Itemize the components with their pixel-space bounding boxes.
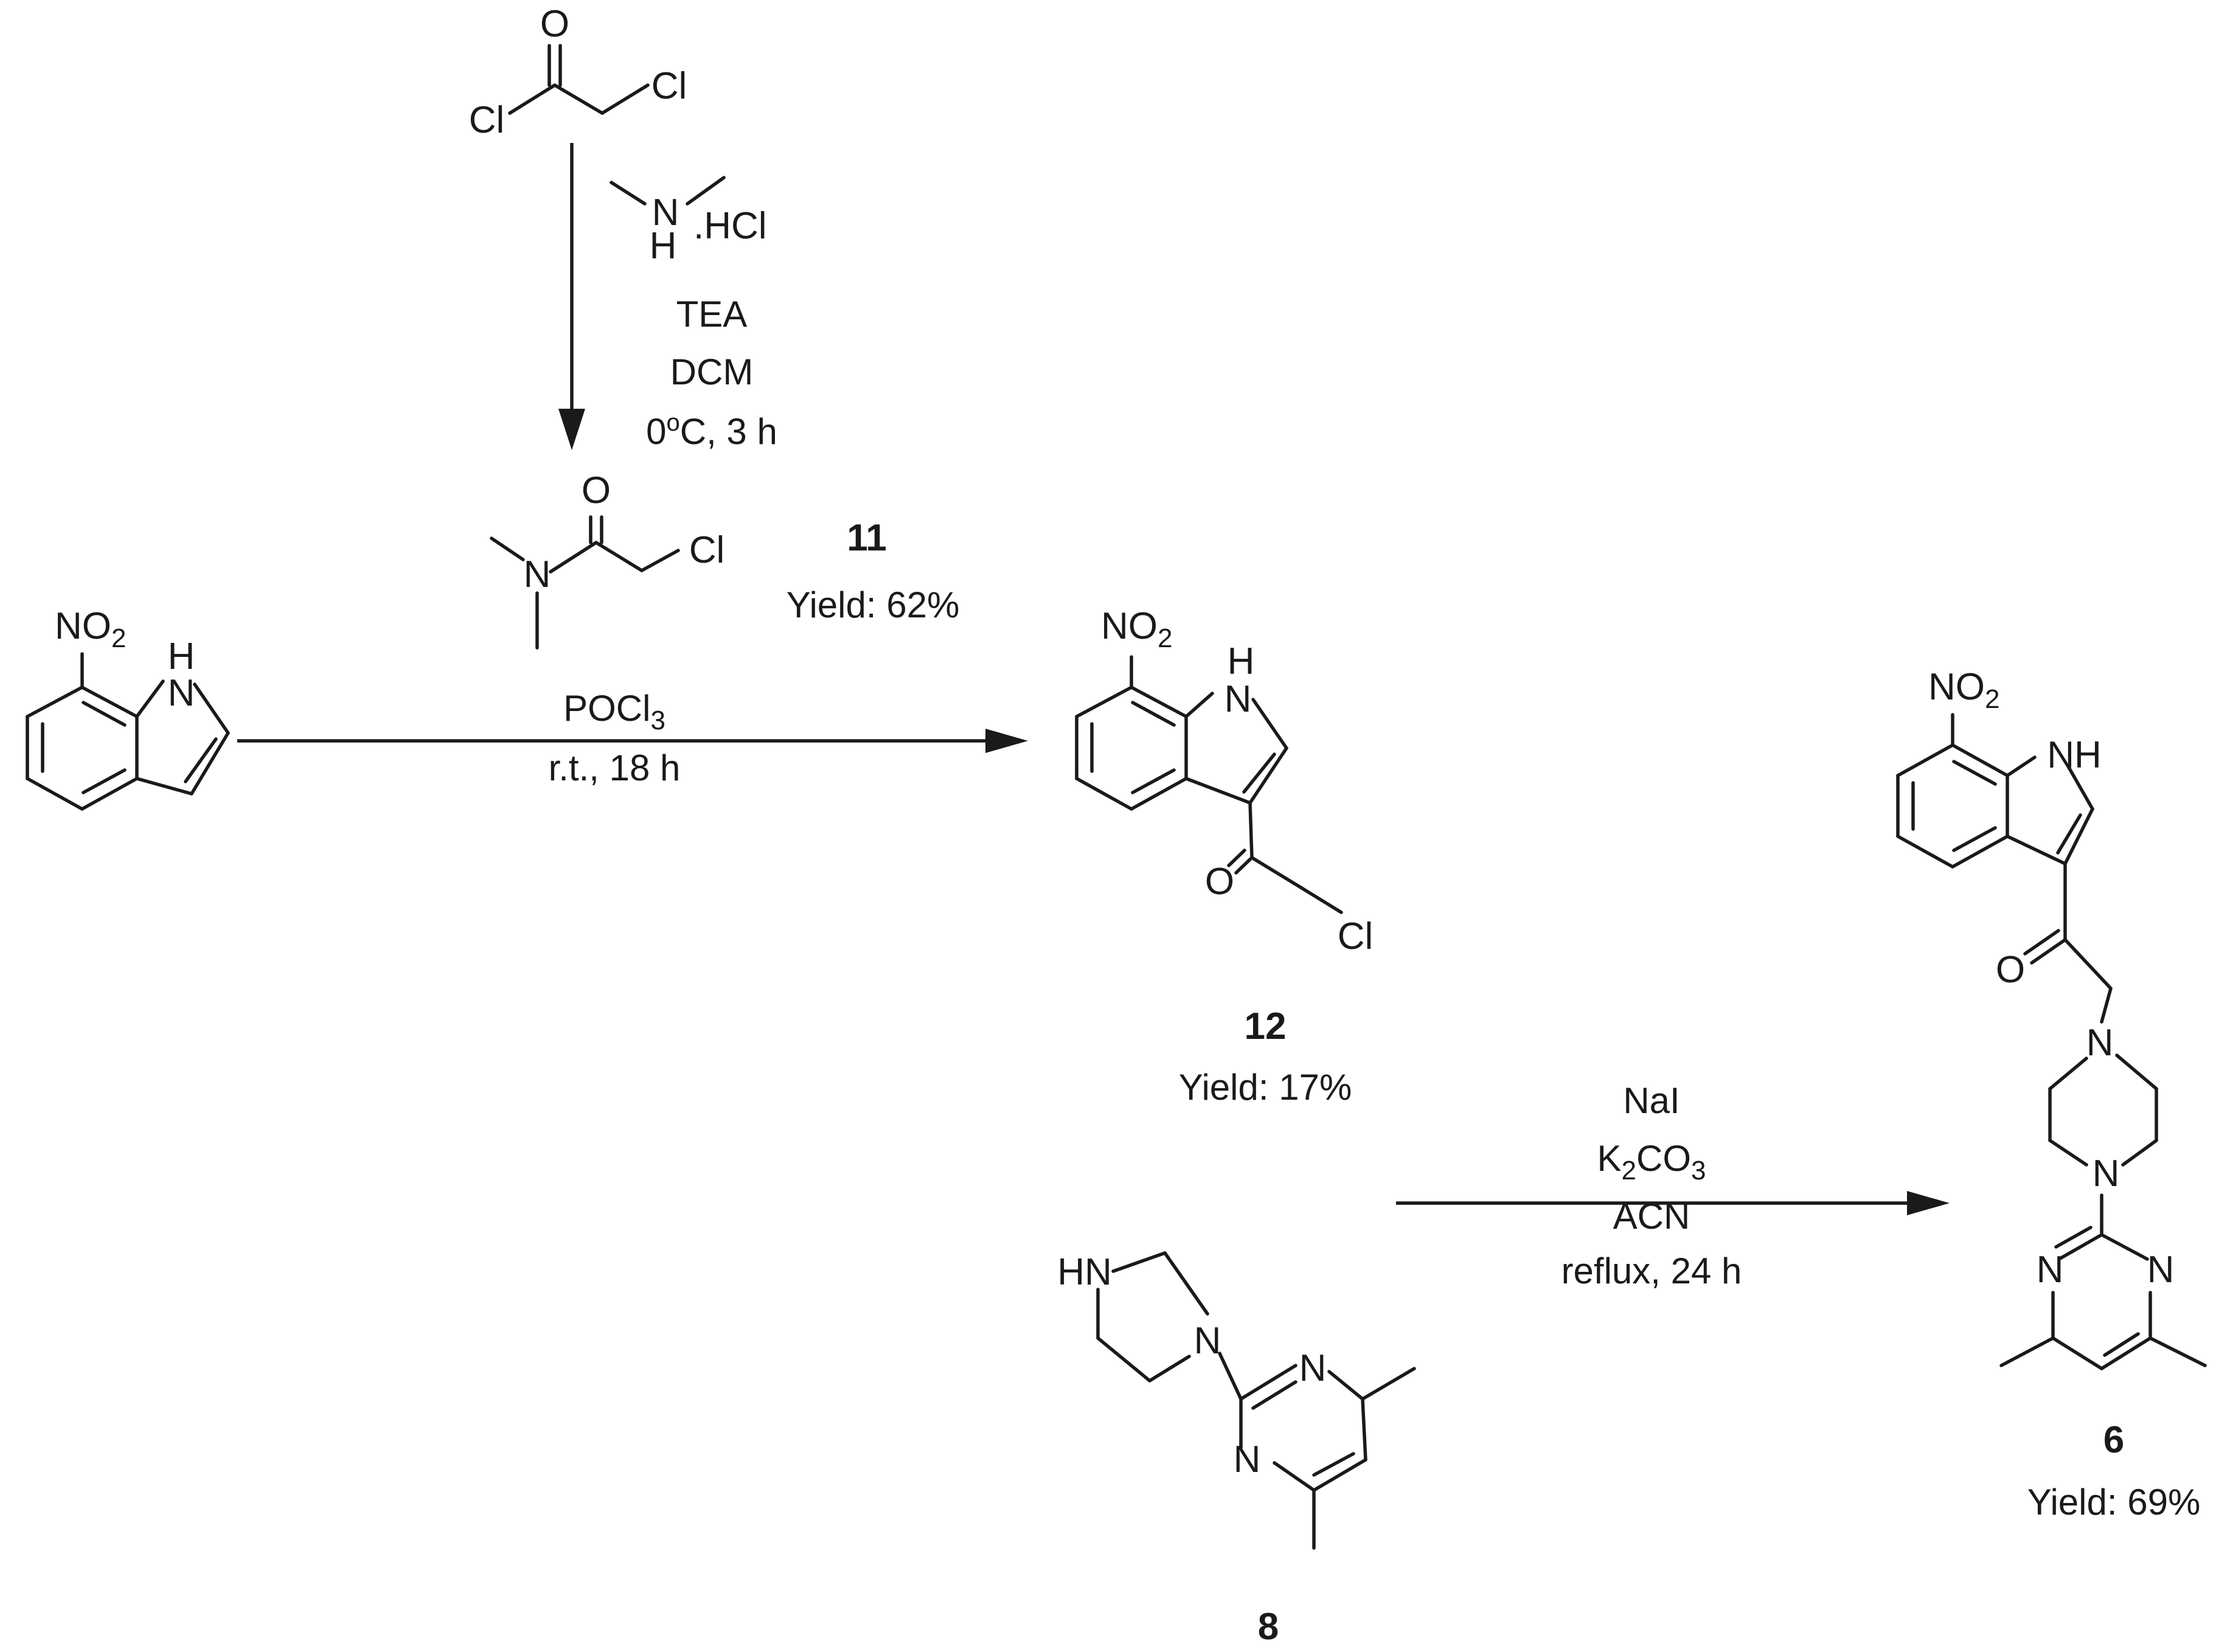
atom-o: O <box>1205 861 1234 903</box>
reaction-arrow-step1 <box>558 143 585 450</box>
atom-h: H <box>168 636 195 678</box>
atom-n: N <box>524 554 551 595</box>
nitro-group: NO2 <box>1928 666 1999 714</box>
atom-n: N <box>2147 1249 2175 1291</box>
atom-hn: HN <box>1057 1251 1112 1293</box>
atom-n: N <box>1299 1347 1327 1389</box>
compound-11-structure: O N Cl <box>490 470 725 650</box>
atom-cl: Cl <box>469 99 505 141</box>
atom-o: O <box>540 3 569 45</box>
compound-6-structure: NO2 NH O N N N N <box>1896 666 2207 1370</box>
atom-cl: Cl <box>1338 915 1374 957</box>
compound-11-yield: Yield: 62% <box>787 585 960 625</box>
compound-12-yield: Yield: 17% <box>1179 1067 1352 1108</box>
compound-12-label: 12 <box>1245 1005 1287 1047</box>
step2-reagent-pocl3: POCl3 <box>563 688 665 735</box>
reaction-arrow-step3 <box>1396 1191 1950 1215</box>
nitro-group: NO2 <box>1101 605 1172 653</box>
compound-8-label: 8 <box>1258 1606 1279 1648</box>
compound-6-yield: Yield: 69% <box>2027 1482 2201 1522</box>
atom-o: O <box>1996 949 2025 991</box>
compound-11-label: 11 <box>847 517 887 559</box>
compound-12-structure: NO2 H N O Cl <box>1075 605 1374 957</box>
step3-solvent-acn: ACN <box>1613 1196 1690 1237</box>
atom-n: N <box>2093 1153 2120 1195</box>
atom-n: N <box>168 672 195 714</box>
atom-n: N <box>2037 1249 2064 1291</box>
compound-6-label: 6 <box>2103 1419 2124 1461</box>
atom-nh: NH <box>2047 734 2102 776</box>
atom-n: N <box>2086 1022 2114 1064</box>
chloroacetyl-chloride-structure: O Cl Cl <box>469 3 687 141</box>
atom-n: N <box>1224 678 1252 720</box>
step3-reagent-nai: NaI <box>1623 1080 1679 1121</box>
nitro-group: NO2 <box>55 605 126 653</box>
atom-n: N <box>652 192 679 234</box>
atom-h: H <box>650 225 677 267</box>
compound-8-structure: HN N N N <box>1057 1251 1416 1550</box>
step1-solvent-dcm: DCM <box>670 352 754 392</box>
atom-n: N <box>1194 1320 1221 1362</box>
atom-n: N <box>1234 1439 1261 1480</box>
dimethylamine-hcl-structure: N H .HCl <box>610 176 767 267</box>
atom-cl: Cl <box>689 529 725 571</box>
hcl-label: .HCl <box>693 205 767 247</box>
atom-cl: Cl <box>651 65 687 107</box>
7-nitroindole-structure: NO2 H N <box>26 605 230 811</box>
step3-reagent-k2co3: K2CO3 <box>1597 1138 1706 1185</box>
step1-conditions: 0oC, 3 h <box>646 409 777 452</box>
atom-o: O <box>582 470 611 512</box>
step1-reagent-tea: TEA <box>676 294 748 335</box>
reaction-arrow-step2 <box>237 729 1028 753</box>
atom-h: H <box>1228 640 1255 682</box>
step3-conditions: reflux, 24 h <box>1561 1251 1742 1291</box>
step2-conditions: r.t., 18 h <box>549 748 681 788</box>
